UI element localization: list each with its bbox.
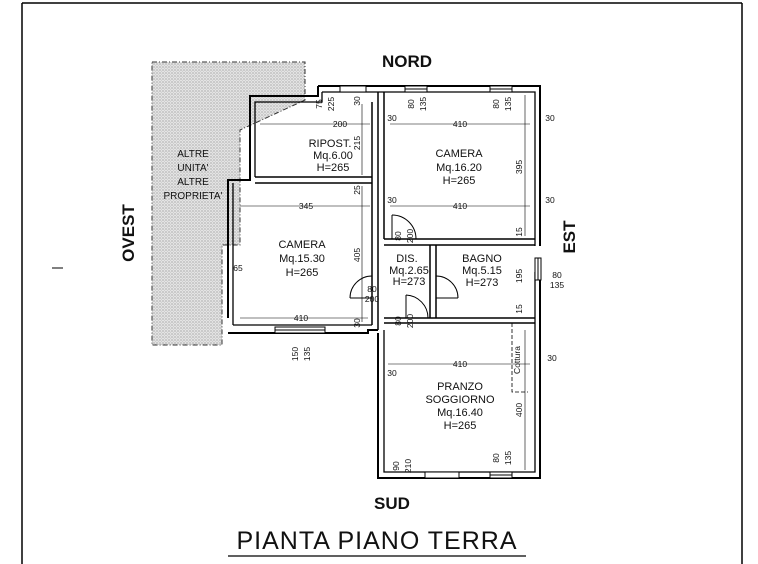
svg-text:200: 200	[405, 314, 415, 328]
bagno-area: Mq.5.15	[462, 265, 502, 277]
ripost-name: RIPOST.	[309, 138, 352, 150]
svg-text:80: 80	[367, 284, 377, 294]
svg-text:135: 135	[302, 347, 312, 361]
compass-east: EST	[560, 220, 579, 254]
svg-text:345: 345	[299, 201, 313, 211]
svg-text:225: 225	[326, 97, 336, 111]
svg-text:30: 30	[387, 113, 397, 123]
svg-text:75: 75	[314, 99, 324, 109]
svg-text:30: 30	[547, 353, 557, 363]
neighbour-label-3: ALTRE	[177, 177, 209, 188]
plan-title: PIANTA PIANO TERRA	[236, 527, 517, 555]
svg-text:395: 395	[514, 160, 524, 174]
camera-nord-height: H=265	[443, 175, 476, 187]
svg-text:80: 80	[406, 99, 416, 109]
svg-text:135: 135	[550, 280, 564, 290]
windows	[274, 85, 542, 479]
svg-text:30: 30	[352, 318, 362, 328]
neighbour-label-2: UNITA'	[177, 163, 208, 174]
room-soggiorno: PRANZO SOGGIORNO Mq.16.40 H=265	[425, 381, 495, 432]
svg-text:405: 405	[352, 248, 362, 262]
svg-text:135: 135	[418, 97, 428, 111]
dis-name: DIS.	[396, 253, 417, 265]
soggiorno-name-1: PRANZO	[437, 381, 483, 393]
ripost-height: H=265	[317, 162, 350, 174]
ripost-area: Mq.6.00	[313, 150, 353, 162]
camera-nord-name: CAMERA	[435, 148, 483, 160]
camera-ovest-area: Mq.15.30	[279, 253, 325, 265]
room-ripostiglio: RIPOST. Mq.6.00 H=265	[309, 138, 353, 174]
bagno-name: BAGNO	[462, 253, 502, 265]
neighbour-label-4: PROPRIETA'	[164, 191, 223, 202]
svg-text:65: 65	[233, 263, 243, 273]
svg-text:80: 80	[552, 270, 562, 280]
svg-text:215: 215	[352, 136, 362, 150]
svg-text:30: 30	[387, 195, 397, 205]
dis-height: H=273	[393, 276, 426, 288]
svg-text:200: 200	[405, 229, 415, 243]
svg-text:80: 80	[393, 316, 403, 326]
neighbour-label-1: ALTRE	[177, 149, 209, 160]
compass-west: OVEST	[119, 204, 138, 262]
svg-text:80: 80	[393, 231, 403, 241]
svg-text:30: 30	[352, 96, 362, 106]
dimension-lines	[240, 95, 530, 470]
soggiorno-name-2: SOGGIORNO	[425, 394, 495, 406]
soggiorno-height: H=265	[444, 420, 477, 432]
room-disimpegno: DIS. Mq.2.65 H=273	[389, 253, 429, 288]
svg-text:30: 30	[545, 113, 555, 123]
compass-north: NORD	[382, 52, 432, 71]
room-camera-ovest: CAMERA Mq.15.30 H=265	[278, 239, 326, 279]
camera-ovest-name: CAMERA	[278, 239, 326, 251]
svg-text:195: 195	[514, 269, 524, 283]
camera-nord-area: Mq.16.20	[436, 162, 482, 174]
cottura-label: Cottura	[512, 346, 522, 374]
svg-text:30: 30	[545, 195, 555, 205]
svg-text:210: 210	[403, 459, 413, 473]
svg-text:135: 135	[503, 97, 513, 111]
dis-area: Mq.2.65	[389, 265, 429, 277]
svg-text:150: 150	[290, 347, 300, 361]
room-bagno: BAGNO Mq.5.15 H=273	[462, 253, 502, 289]
room-camera-nord: CAMERA Mq.16.20 H=265	[435, 148, 483, 187]
svg-text:80: 80	[491, 99, 501, 109]
svg-text:30: 30	[387, 368, 397, 378]
svg-text:410: 410	[453, 359, 467, 369]
svg-text:80: 80	[491, 453, 501, 463]
svg-text:15: 15	[514, 227, 524, 237]
svg-text:25: 25	[352, 185, 362, 195]
compass-south: SUD	[374, 494, 410, 513]
soggiorno-area: Mq.16.40	[437, 407, 483, 419]
cottura-zone	[511, 323, 528, 393]
svg-text:15: 15	[514, 304, 524, 314]
doors	[349, 214, 459, 319]
svg-text:135: 135	[503, 451, 513, 465]
svg-text:200: 200	[365, 294, 379, 304]
bagno-height: H=273	[466, 277, 499, 289]
svg-text:200: 200	[333, 119, 347, 129]
svg-text:410: 410	[294, 313, 308, 323]
camera-ovest-height: H=265	[286, 267, 319, 279]
dimension-texts: 75 225 30 200 215 30 410 395 30 80 135 8…	[233, 96, 564, 473]
svg-text:410: 410	[453, 201, 467, 211]
svg-text:410: 410	[453, 119, 467, 129]
svg-text:400: 400	[514, 403, 524, 417]
svg-text:90: 90	[391, 461, 401, 471]
